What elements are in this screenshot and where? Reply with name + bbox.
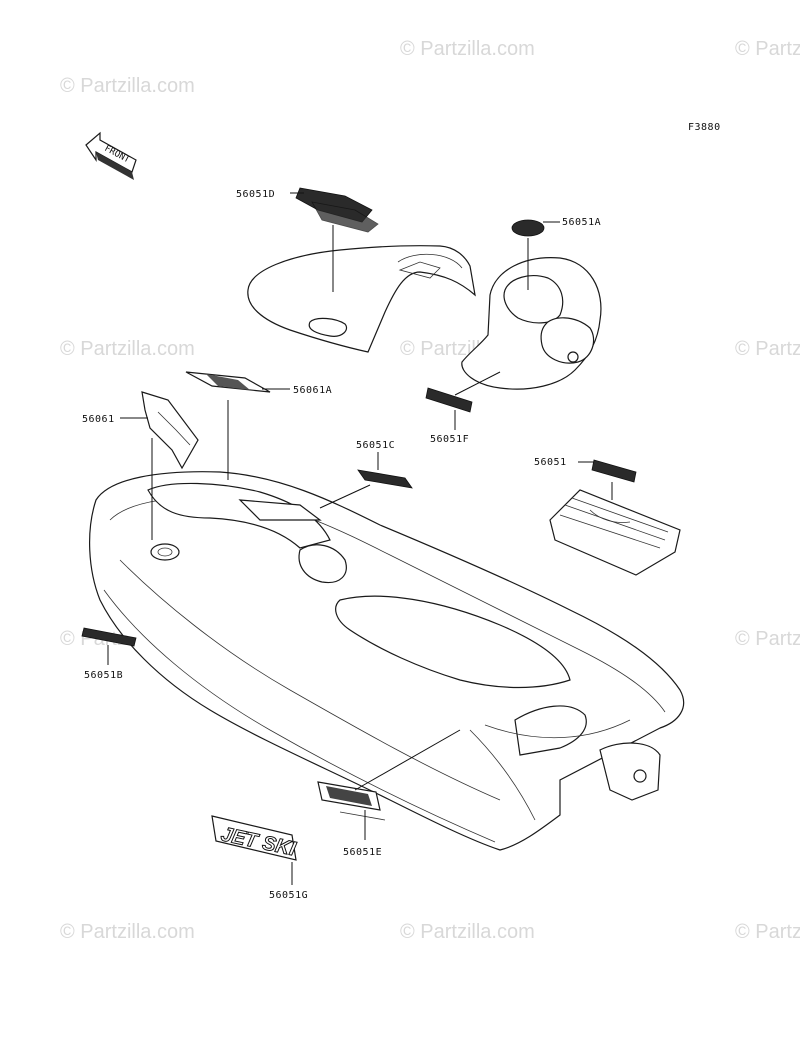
watermark: © Partzilla.com — [60, 921, 195, 943]
watermark: © Partzilla.com — [735, 338, 800, 360]
watermark: © Partzilla.com — [400, 921, 535, 943]
figure-code: F3880 — [688, 122, 721, 133]
console-panel — [461, 257, 602, 390]
watermark: © Partzilla.com — [735, 38, 800, 60]
decal-56051a — [511, 219, 545, 237]
callout-56061: 56061 — [82, 414, 115, 425]
callout-56051c: 56051C — [356, 440, 395, 451]
watermark: © Partzilla.com — [735, 921, 800, 943]
callout-56051: 56051 — [534, 457, 567, 468]
decal-56061 — [141, 391, 199, 470]
hood-cover — [247, 245, 476, 353]
watermark: © Partzilla.com — [735, 628, 800, 650]
decal-56051b — [81, 627, 137, 647]
watermark: © Partzilla.com — [60, 338, 195, 360]
watermark: © Partzilla.com — [60, 75, 195, 97]
decal-56051d — [295, 187, 379, 233]
engine-cover — [549, 489, 681, 576]
callout-56051b: 56051B — [84, 670, 123, 681]
hull-body — [89, 471, 685, 851]
decal-56051c — [357, 469, 413, 489]
callout-labels: 56051D 56051A 56061A 56061 56051F 56051C… — [82, 189, 601, 901]
decal-56051g: JET SKI — [211, 815, 298, 861]
callout-56051d: 56051D — [236, 189, 275, 200]
callout-56051a: 56051A — [562, 217, 601, 228]
callout-56061a: 56061A — [293, 385, 332, 396]
callout-56051f: 56051F — [430, 434, 469, 445]
leader-lines — [107, 192, 613, 885]
decal-56051 — [591, 459, 637, 483]
decal-56051f — [425, 387, 473, 413]
front-arrow-icon: FRONT — [85, 131, 137, 180]
callout-56051e: 56051E — [343, 847, 382, 858]
watermark: © Partzilla.com — [400, 38, 535, 60]
callout-56051g: 56051G — [269, 890, 308, 901]
decal-56061a — [185, 371, 271, 393]
